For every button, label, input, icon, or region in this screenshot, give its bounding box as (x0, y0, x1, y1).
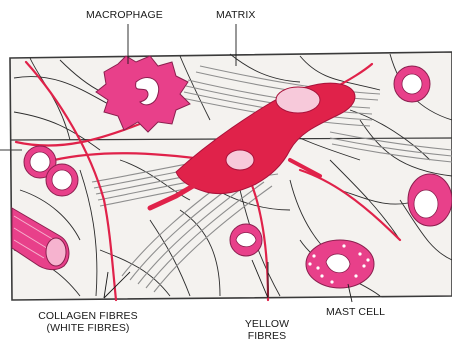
label-collagen-line1: COLLAGEN FIBRES (26, 310, 150, 322)
label-matrix: MATRIX (216, 9, 256, 21)
label-macrophage: MACROPHAGE (86, 9, 163, 21)
small-cell-center (230, 224, 262, 256)
fibroblast-nucleus (276, 87, 320, 113)
label-yellow-line2: FIBRES (238, 330, 296, 342)
label-collagen-fibres: COLLAGEN FIBRES (WHITE FIBRES) (26, 310, 150, 334)
mast-cell (306, 240, 374, 288)
fibroblast-nucleus-2 (226, 150, 254, 170)
label-collagen-line2: (WHITE FIBRES) (26, 322, 150, 334)
label-yellow-fibres: YELLOW FIBRES (238, 318, 296, 342)
label-mast-cell: MAST CELL (326, 306, 385, 318)
label-yellow-line1: YELLOW (238, 318, 296, 330)
